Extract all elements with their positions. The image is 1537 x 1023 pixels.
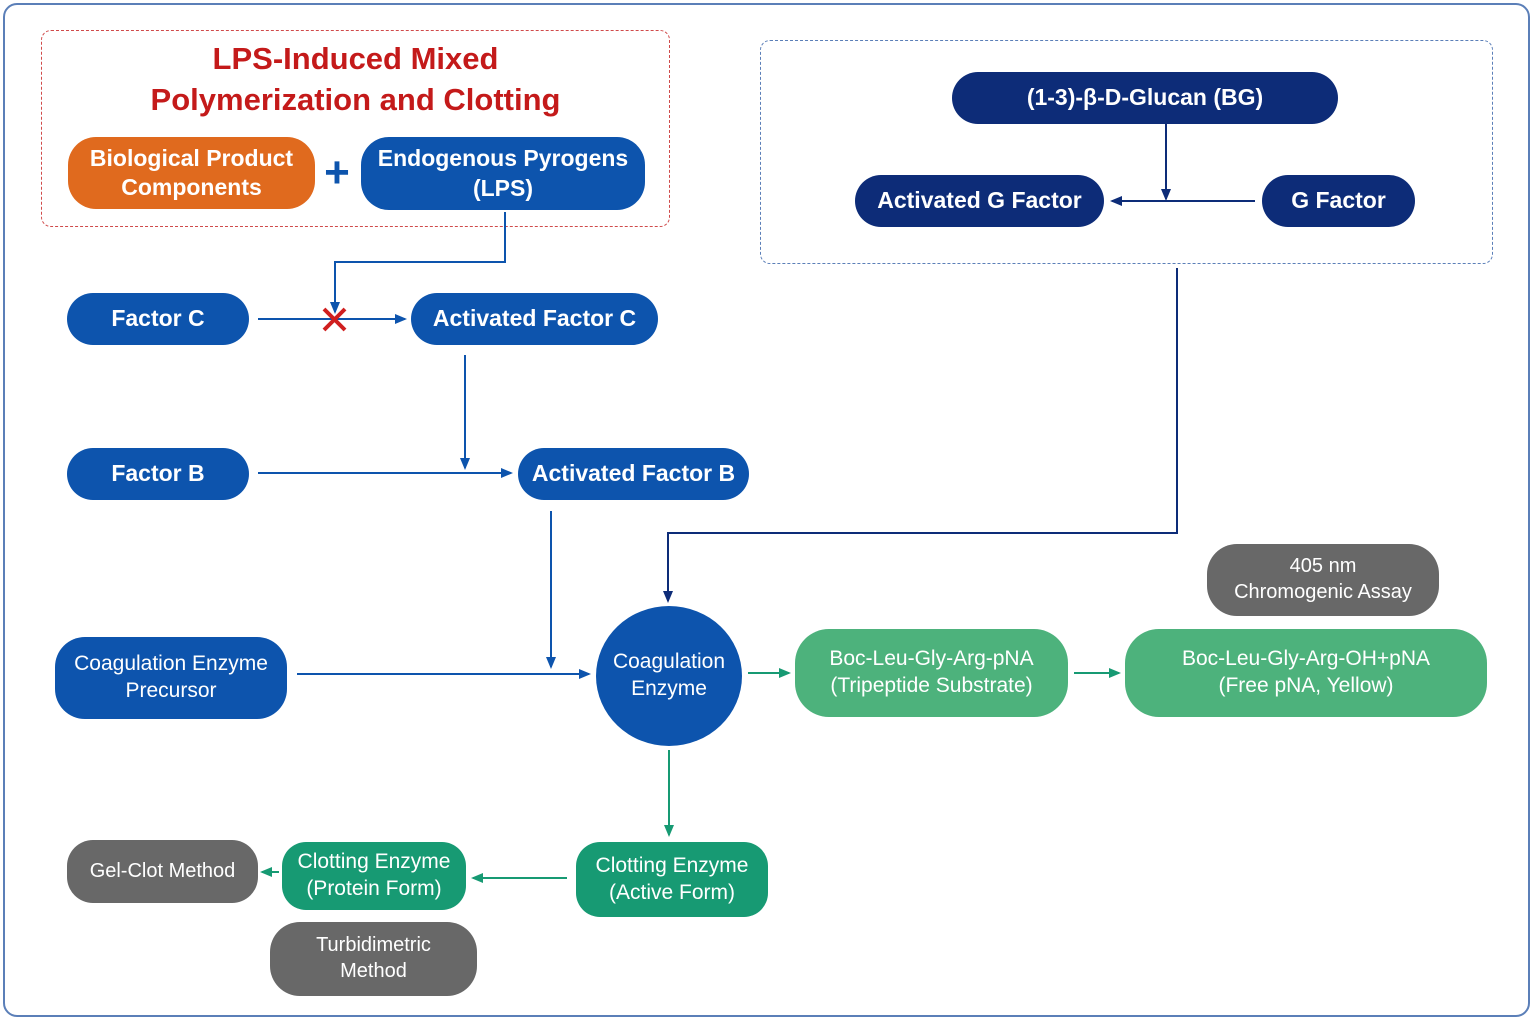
arrow-glucan-path-to-enzyme <box>663 268 1178 603</box>
node-gel-clot: Gel-Clot Method <box>67 840 258 903</box>
plus-icon: + <box>324 148 350 197</box>
node-glucan: (1-3)-β-D-Glucan (BG) <box>952 72 1338 124</box>
lps-group-box <box>41 30 670 227</box>
node-clotting-protein: Clotting Enzyme (Protein Form) <box>282 842 466 910</box>
arrow-lps-to-factor-c-path <box>330 212 506 314</box>
node-free-pna: Boc-Leu-Gly-Arg-OH+pNA (Free pNA, Yellow… <box>1125 629 1487 717</box>
diagram-frame <box>3 3 1530 1017</box>
node-activated-g-factor: Activated G Factor <box>855 175 1104 227</box>
glucan-group-box <box>760 40 1493 264</box>
diagram-title: LPS-Induced Mixed Polymerization and Clo… <box>150 41 561 117</box>
node-activated-factor-c: Activated Factor C <box>411 293 658 345</box>
node-factor-c: Factor C <box>67 293 249 345</box>
node-activated-factor-b: Activated Factor B <box>518 448 749 500</box>
node-biological-product: Biological Product Components <box>68 137 315 209</box>
node-tripeptide-substrate: Boc-Leu-Gly-Arg-pNA (Tripeptide Substrat… <box>795 629 1068 717</box>
node-g-factor: G Factor <box>1262 175 1415 227</box>
node-turbidimetric: Turbidimetric Method <box>270 922 477 996</box>
blocked-x-icon <box>322 307 347 332</box>
node-factor-b: Factor B <box>67 448 249 500</box>
node-coagulation-enzyme: Coagulation Enzyme <box>596 606 742 746</box>
node-chromogenic-assay: 405 nm Chromogenic Assay <box>1207 544 1439 616</box>
node-coagulation-precursor: Coagulation Enzyme Precursor <box>55 637 287 719</box>
node-clotting-active: Clotting Enzyme (Active Form) <box>576 842 768 917</box>
node-endogenous-pyrogens: Endogenous Pyrogens (LPS) <box>361 137 645 210</box>
